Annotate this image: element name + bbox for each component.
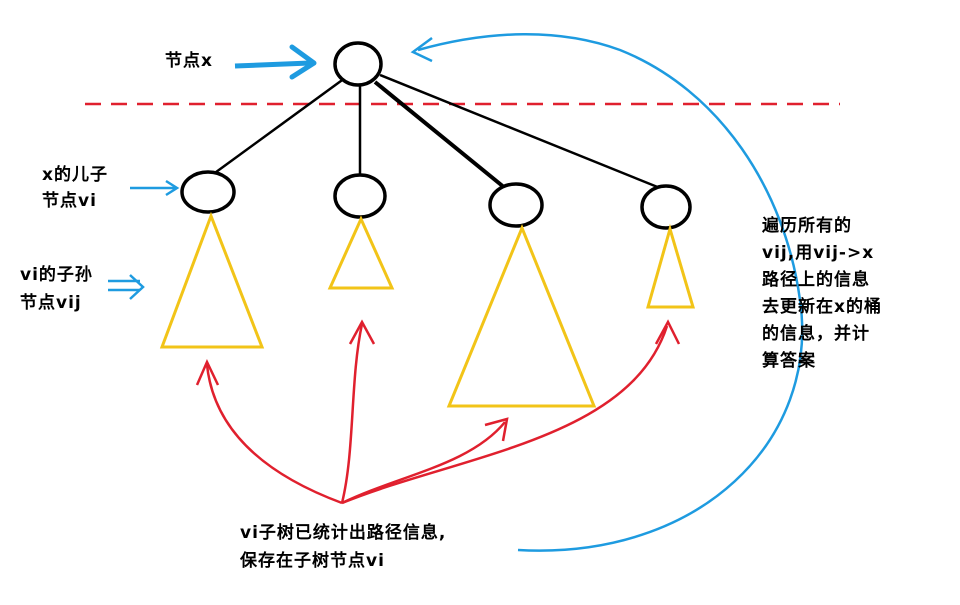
right-note-line-6: 算答案	[762, 351, 816, 371]
red-arrow-subtree-3	[341, 421, 506, 505]
return-curve-arrowhead	[410, 36, 433, 63]
root-node	[333, 41, 383, 87]
root-pointer-arrow	[234, 60, 311, 69]
bottom-note-line-1: vi子树已统计出路径信息,	[240, 523, 447, 543]
child-node-3	[488, 182, 544, 228]
grandchild-label-line-1: vi的子孙	[20, 265, 93, 285]
subtree-triangle-2	[327, 215, 395, 290]
root-pointer-arrowhead	[289, 44, 317, 80]
child-pointer-arrowhead	[165, 179, 180, 197]
child-node-2	[333, 173, 387, 219]
right-note-line-1: 遍历所有的	[762, 216, 852, 236]
return-curve-arrow	[417, 33, 804, 552]
child-label-line-2: 节点vi	[42, 191, 97, 211]
bottom-note-line-2: 保存在子树节点vi	[240, 551, 385, 571]
subtree-triangle-1	[159, 211, 265, 349]
red-arrowhead-subtree-4	[654, 319, 681, 345]
red-arrow-subtree-2	[340, 323, 364, 504]
subtree-triangle-4	[646, 223, 696, 309]
child-node-4	[640, 184, 692, 230]
grandchild-label-line-2: 节点vij	[20, 293, 82, 313]
grandchild-pointer-arrowhead	[129, 274, 145, 300]
child-label-line-1: x的儿子	[42, 165, 108, 185]
red-arrowhead-subtree-1	[195, 358, 220, 386]
right-note-line-2: vij,用vij->x	[762, 243, 875, 263]
right-note-line-4: 去更新在x的桶	[762, 297, 882, 317]
red-arrow-subtree-1	[205, 364, 343, 505]
edge-root-child3	[373, 80, 507, 190]
subtree-triangle-3	[446, 224, 597, 408]
child-node-1	[180, 170, 236, 214]
right-note-line-3: 路径上的信息	[762, 270, 870, 290]
edge-root-child4	[379, 73, 661, 190]
right-note-line-5: 的信息，并计	[762, 324, 870, 344]
red-arrowhead-subtree-3	[484, 417, 509, 442]
red-arrow-subtree-4	[341, 325, 669, 505]
red-arrowhead-subtree-2	[348, 319, 376, 345]
node-x-label: 节点x	[165, 51, 213, 71]
edge-root-child1	[211, 76, 346, 177]
